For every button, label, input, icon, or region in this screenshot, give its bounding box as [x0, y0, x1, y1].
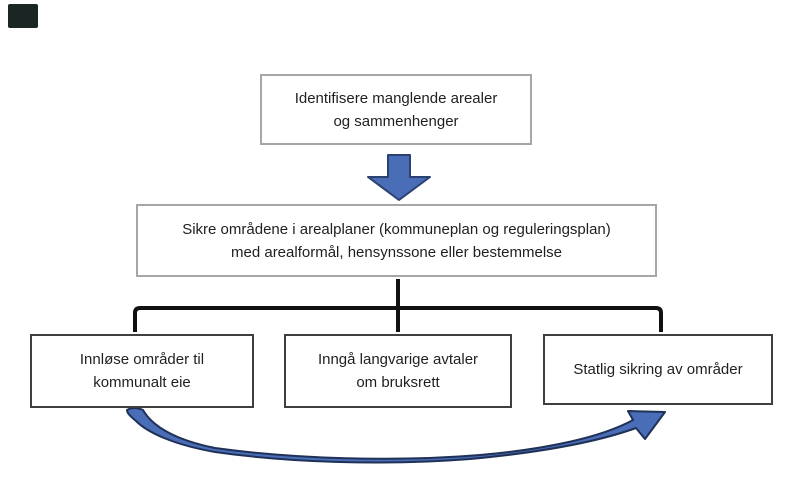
option-innlose-box: Innløse områder til kommunalt eie	[30, 334, 254, 408]
option-innlose-line2: kommunalt eie	[93, 374, 191, 391]
option-avtaler-line2: om bruksrett	[356, 374, 440, 391]
option-statlig-line1: Statlig sikring av områder	[573, 361, 743, 378]
step-secure-line2: med arealformål, hensynssone eller beste…	[231, 243, 562, 261]
down-arrow-icon	[367, 154, 431, 201]
step-secure-line1: Sikre områdene i arealplaner (kommunepla…	[182, 220, 611, 238]
step-identify-line2: og sammenhenger	[333, 112, 459, 130]
option-avtaler-box: Inngå langvarige avtaler om bruksrett	[284, 334, 512, 408]
step-identify-line1: Identifisere manglende arealer	[294, 89, 498, 107]
curved-arrow-icon	[126, 407, 666, 464]
option-statlig-box: Statlig sikring av områder	[543, 334, 773, 405]
option-avtaler-line1: Inngå langvarige avtaler	[317, 351, 479, 368]
corner-mark	[8, 4, 38, 28]
option-innlose-line1: Innløse områder til	[79, 351, 205, 368]
step-secure-box: Sikre områdene i arealplaner (kommunepla…	[136, 204, 657, 277]
step-identify-box: Identifisere manglende arealer og sammen…	[260, 74, 532, 145]
